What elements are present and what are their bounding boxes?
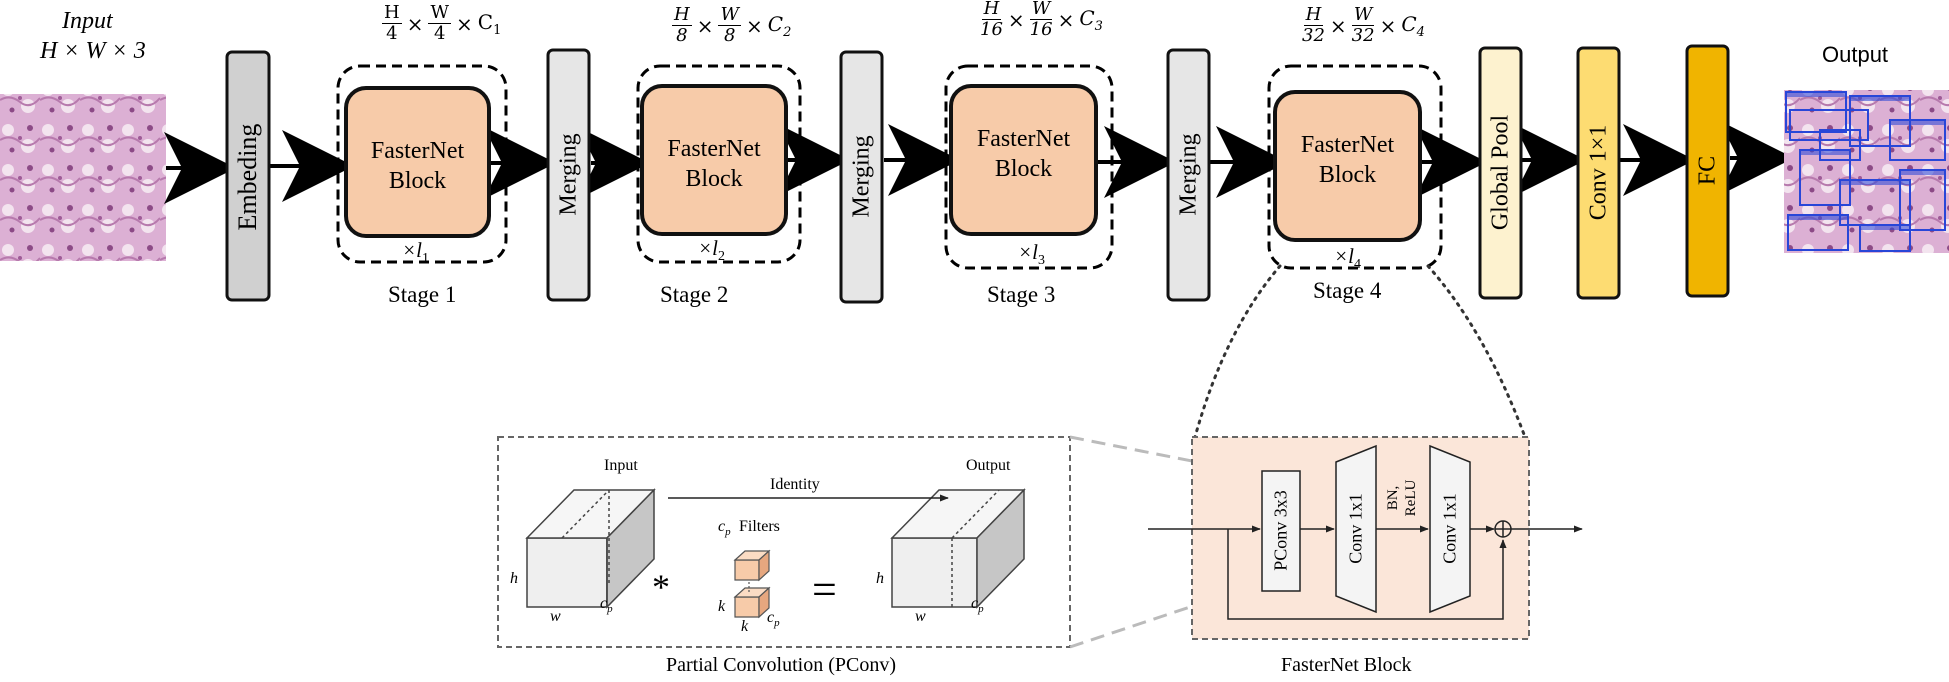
embedding-block <box>225 50 271 302</box>
pconv-box <box>1261 470 1301 592</box>
identity-label: Identity <box>770 476 820 493</box>
stage-1-label: Stage 1 <box>388 282 457 307</box>
merging-block-3 <box>1166 48 1211 302</box>
pconv-link-top <box>1069 435 1193 463</box>
output-image <box>1784 90 1949 253</box>
flow-arrows <box>164 122 1794 204</box>
output-cp-label: cp <box>971 595 984 616</box>
fasternet-block-2 <box>640 84 788 236</box>
input-title: Input <box>62 8 113 34</box>
stage-1-repeat: ×l1 <box>402 238 430 267</box>
stage-3-container <box>944 64 1114 270</box>
stage-3-repeat: ×l3 <box>1018 240 1046 269</box>
equals-operator: = <box>812 565 837 614</box>
input-w-label: w <box>550 608 561 625</box>
conv-1x1-block <box>1576 46 1621 300</box>
input-cuboid <box>525 488 656 609</box>
stage-2-container <box>636 64 802 264</box>
input-h-label: h <box>510 570 518 587</box>
pconv-output-label: Output <box>966 457 1011 474</box>
pconv-link-bottom <box>1069 581 1263 649</box>
stage-4-label: Stage 4 <box>1313 278 1382 303</box>
pconv-input-label: Input <box>604 457 638 474</box>
zoom-line-right <box>1426 264 1527 439</box>
stage-4-repeat: ×l4 <box>1334 244 1362 273</box>
output-h-label: h <box>876 570 884 587</box>
fasternet-block-4 <box>1273 90 1422 242</box>
filters-cp-label: cp <box>718 518 731 539</box>
zoom-line-left <box>1193 264 1282 439</box>
filter-cubes <box>733 549 771 619</box>
conv1-trapezoid <box>1335 444 1377 614</box>
filters-label: Filters <box>739 518 780 535</box>
filter-k-label-2: k <box>741 618 749 635</box>
input-cp-label: cp <box>600 595 613 616</box>
stage-2-repeat: ×l2 <box>698 236 726 265</box>
conv2-trapezoid <box>1429 444 1471 614</box>
stage-3-label: Stage 3 <box>987 282 1056 307</box>
filter-k-label-1: k <box>718 598 726 615</box>
global-pool-block <box>1478 46 1523 300</box>
output-title: Output <box>1822 42 1889 67</box>
fasternet-block-3 <box>949 84 1098 236</box>
filter-cp-label: cp <box>767 609 780 630</box>
stage-4-container <box>1267 64 1443 270</box>
star-operator: * <box>652 567 670 607</box>
input-dims: H × W × 3 <box>40 38 146 64</box>
stage-1-container <box>336 64 508 264</box>
merging-block-2 <box>839 50 884 304</box>
pconv-caption: Partial Convolution (PConv) <box>666 654 896 676</box>
input-image <box>0 94 166 261</box>
merging-block-1 <box>546 48 591 302</box>
fasternet-block-1 <box>344 86 491 238</box>
stage-2-label: Stage 2 <box>660 282 729 307</box>
fasternet-caption: FasterNet Block <box>1281 654 1412 676</box>
fasternet-internals <box>1148 444 1583 620</box>
output-cuboid <box>890 488 1026 609</box>
fc-block <box>1685 44 1730 298</box>
output-w-label: w <box>915 608 926 625</box>
